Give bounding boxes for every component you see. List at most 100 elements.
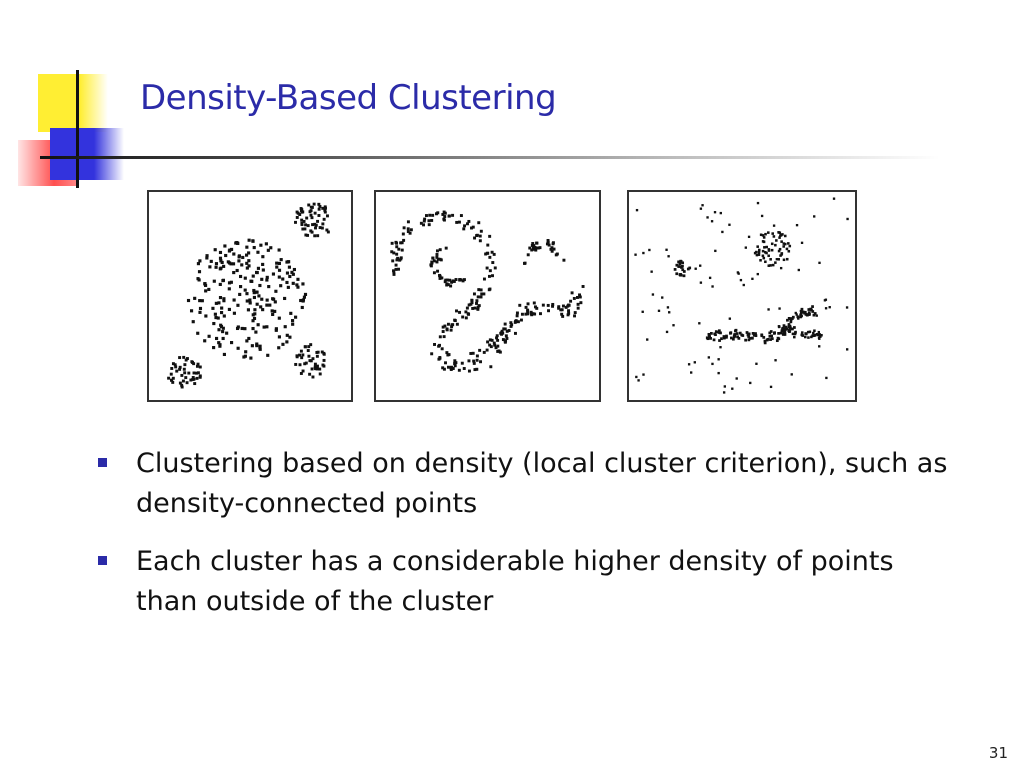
scatter-dot (221, 330, 225, 334)
scatter-dot (227, 287, 231, 291)
scatter-dot (641, 310, 644, 313)
scatter-dot (793, 335, 796, 339)
scatter-dot (260, 277, 264, 281)
scatter-dot (275, 265, 279, 269)
scatter-dot (770, 334, 774, 338)
scatter-dot (567, 303, 571, 307)
scatter-dot (698, 322, 701, 325)
scatter-dot (454, 278, 458, 281)
scatter-dot (781, 330, 785, 333)
scatter-dot (578, 295, 582, 299)
scatter-dot (198, 374, 202, 378)
scatter-dot (736, 271, 740, 274)
scatter-dot (782, 242, 786, 245)
scatter-dot (813, 329, 816, 333)
scatter-dot (470, 226, 473, 230)
scatter-dot (247, 259, 251, 263)
scatter-dot (185, 357, 189, 361)
scatter-dot (806, 330, 810, 334)
scatter-dot (812, 334, 816, 337)
scatter-dot (754, 332, 757, 335)
scatter-dot (762, 236, 766, 239)
scatter-dot (681, 268, 685, 272)
scatter-dot (488, 338, 492, 342)
scatter-dot (243, 288, 247, 292)
scatter-dot (478, 234, 482, 238)
scatter-dot (447, 214, 451, 218)
scatter-dot (642, 373, 645, 376)
scatter-dot (313, 365, 317, 369)
scatter-dot (730, 336, 733, 340)
scatter-dot (475, 358, 479, 362)
scatter-dot (721, 230, 724, 234)
scatter-dot (546, 238, 550, 242)
scatter-dot (496, 344, 500, 348)
scatter-dot (800, 333, 804, 337)
scatter-dot (502, 327, 506, 331)
scatter-dot (217, 341, 221, 345)
scatter-dot (290, 319, 295, 323)
scatter-dot (554, 253, 558, 257)
scatter-dot (307, 354, 311, 358)
scatter-dot (488, 269, 492, 273)
scatter-dot (493, 343, 497, 347)
scatter-dot (445, 351, 449, 355)
scatter-dot (728, 317, 732, 320)
scatter-dot (299, 371, 303, 375)
scatter-dot (232, 252, 236, 256)
scatter-dot (786, 327, 789, 331)
scatter-dot (325, 228, 329, 232)
scatter-dot (759, 233, 763, 237)
scatter-dot (475, 367, 479, 371)
scatter-dot (818, 332, 821, 336)
scatter-dot (200, 299, 204, 303)
scatter-dot (539, 312, 542, 316)
scatter-dot (509, 321, 513, 325)
scatter-dot (191, 320, 195, 324)
scatter-dot (402, 238, 406, 242)
scatter-dot (774, 359, 777, 362)
scatter-dot (402, 226, 406, 230)
scatter-dot (819, 335, 822, 338)
scatter-dot (503, 340, 507, 344)
scatter-dot (756, 245, 759, 248)
scatter-dot (240, 263, 244, 267)
scatter-dot (294, 315, 298, 319)
scatter-dot (442, 335, 446, 339)
scatter-dot (491, 261, 495, 265)
scatter-dot (764, 260, 767, 264)
scatter-dot (467, 312, 471, 316)
scatter-dot (245, 261, 249, 265)
scatter-dot (706, 337, 710, 341)
scatter-dot (775, 339, 779, 343)
scatter-dot (804, 335, 807, 339)
scatter-dot (271, 297, 275, 301)
scatter-dot (231, 262, 236, 266)
scatter-dot (489, 365, 493, 369)
scatter-dot (205, 254, 209, 258)
scatter-dot (505, 337, 509, 340)
scatter-dot (218, 256, 223, 260)
scatter-dot (300, 221, 304, 225)
scatter-dot (189, 378, 193, 382)
scatter-dot (738, 331, 742, 335)
scatter-dot (455, 309, 458, 313)
scatter-dot (567, 311, 571, 315)
scatter-dot (462, 278, 466, 282)
scatter-dot (731, 337, 735, 341)
scatter-dot (501, 331, 505, 335)
scatter-dot (305, 216, 309, 220)
scatter-dot (469, 352, 473, 355)
scatter-dot (217, 301, 221, 305)
scatter-dot (551, 242, 555, 246)
scatter-dot (292, 267, 296, 272)
scatter-dot (266, 248, 270, 252)
scatter-dot (475, 299, 479, 303)
scatter-dot (739, 278, 743, 282)
scatter-dot (419, 221, 423, 225)
scatter-dot (401, 232, 405, 236)
scatter-dot (766, 337, 770, 341)
scatter-dot (795, 223, 799, 227)
scatter-dot (651, 293, 655, 296)
scatter-dot (259, 305, 263, 309)
